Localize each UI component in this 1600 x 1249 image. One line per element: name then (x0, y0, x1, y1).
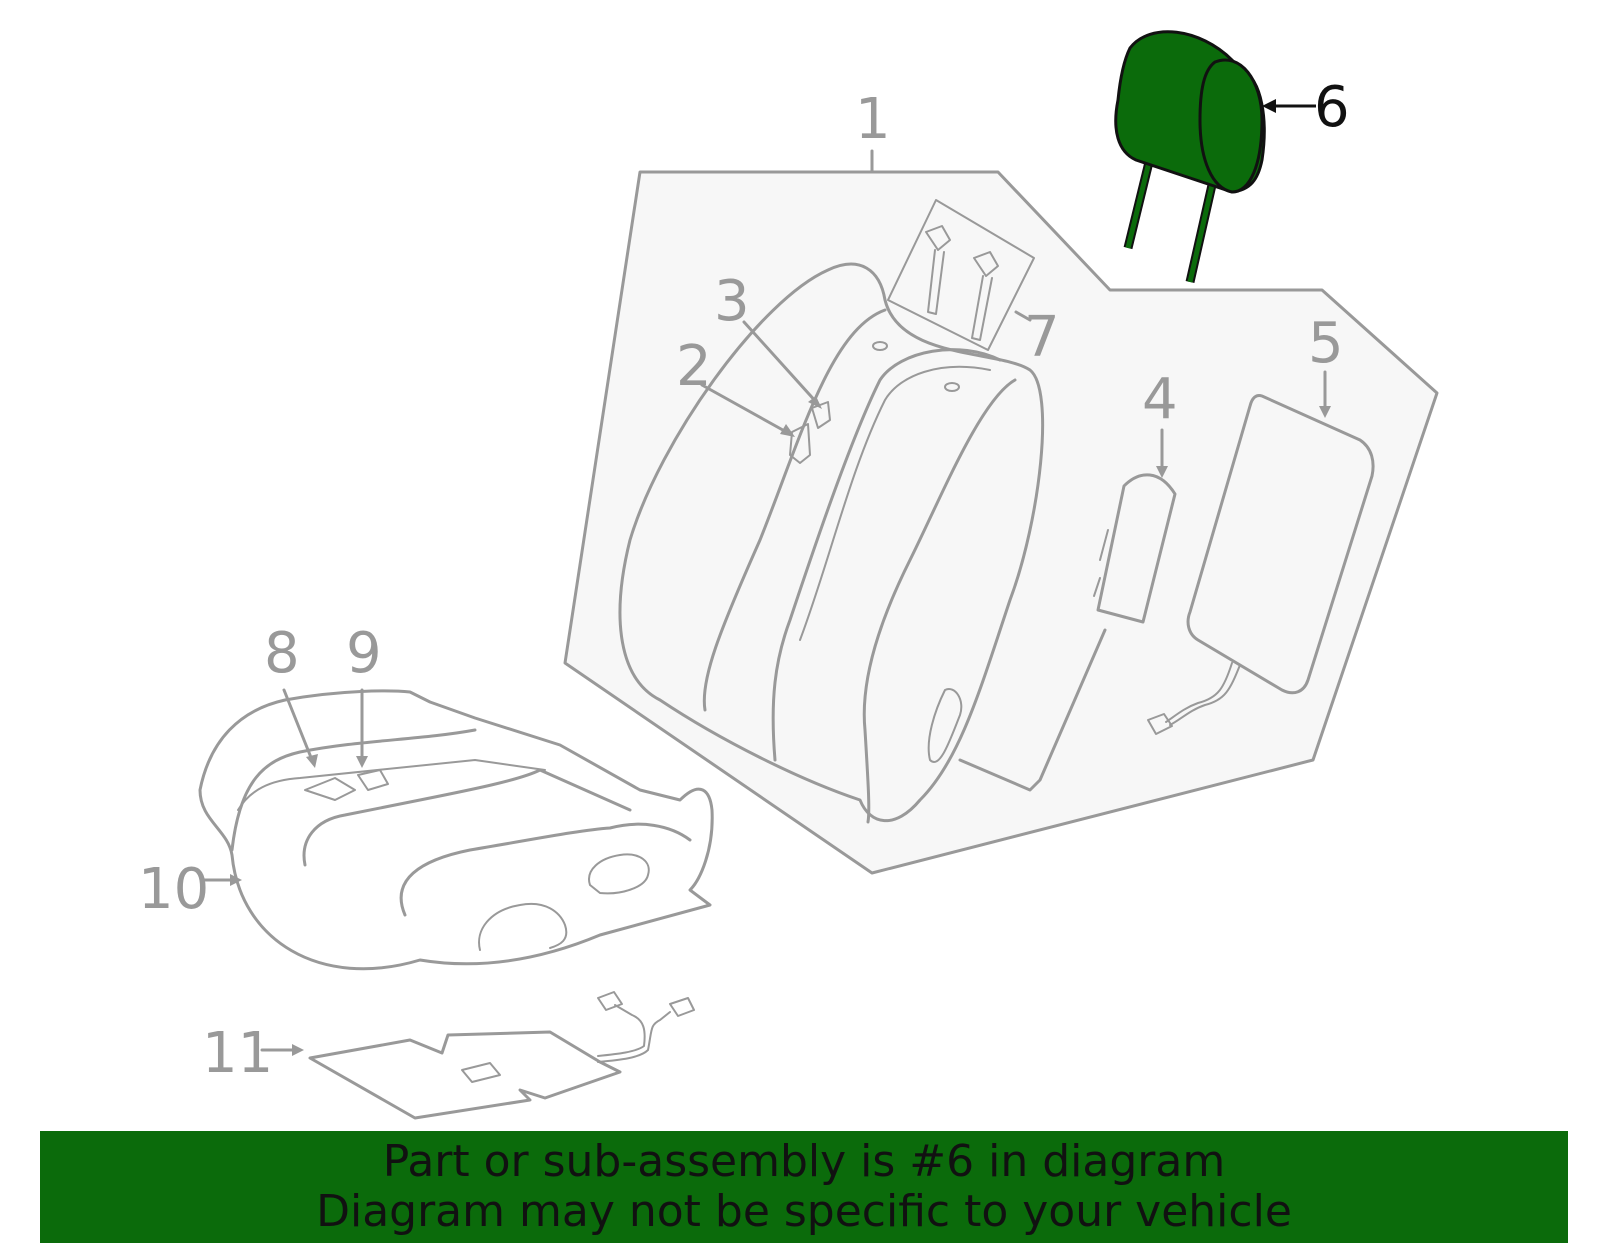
callout-9: 9 (346, 621, 382, 686)
callout-3: 3 (714, 269, 750, 334)
headrest-guides-part-7 (887, 199, 1035, 351)
leader-lines (201, 99, 1331, 1056)
callout-11: 11 (202, 1021, 273, 1086)
callout-7: 7 (1024, 305, 1060, 370)
headrest-part-6 (1114, 30, 1266, 283)
callout-4: 4 (1142, 367, 1178, 432)
airbag-module-part-4 (958, 473, 1177, 792)
seatback-assembly-panel (563, 170, 1439, 875)
callout-6: 6 (1314, 75, 1350, 140)
callout-10: 10 (138, 857, 209, 922)
callout-1: 1 (855, 87, 891, 152)
seat-cushion-part-10 (198, 689, 714, 971)
clip-parts-2-3 (789, 401, 831, 464)
callout-8: 8 (264, 621, 300, 686)
seatback-cushion (618, 262, 1045, 824)
panel-part-5 (1147, 394, 1375, 735)
banner-line-1: Part or sub-assembly is #6 in diagram (382, 1136, 1226, 1187)
callout-2: 2 (676, 334, 712, 399)
heater-mat-part-11 (308, 991, 695, 1120)
callout-5: 5 (1308, 311, 1344, 376)
banner-line-2: Diagram may not be specific to your vehi… (316, 1186, 1292, 1237)
info-banner: Part or sub-assembly is #6 in diagram Di… (40, 1131, 1568, 1243)
